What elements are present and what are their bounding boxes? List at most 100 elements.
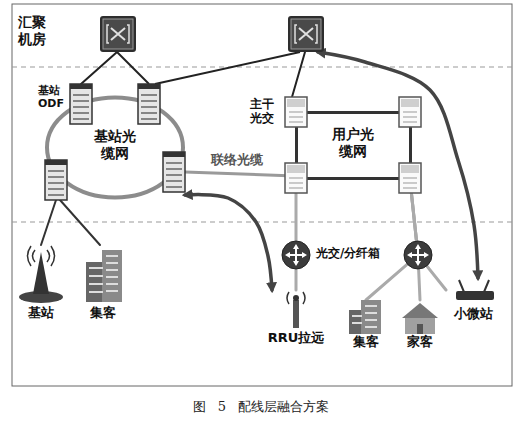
small-cell-icon bbox=[456, 280, 494, 300]
trunk-cabinet: 主干光交 bbox=[250, 97, 296, 127]
node-label: RRU拉远 bbox=[262, 330, 330, 346]
node-label: 基站光缆网 bbox=[92, 128, 138, 162]
ring-outline bbox=[47, 98, 183, 198]
antenna-icon bbox=[293, 295, 299, 301]
odf-rack-icon bbox=[163, 152, 185, 192]
router-icon bbox=[285, 244, 307, 266]
cabinet-icon bbox=[399, 163, 421, 193]
building-icon bbox=[352, 306, 377, 327]
figure-frame bbox=[12, 4, 512, 386]
fiber-link bbox=[60, 200, 100, 245]
cabinet-icon bbox=[403, 112, 417, 122]
router-icon bbox=[288, 247, 304, 263]
base-station-icon bbox=[19, 291, 63, 303]
fiber-link bbox=[81, 52, 117, 84]
fiber-link bbox=[295, 270, 298, 290]
switch-icon bbox=[291, 19, 321, 49]
odf-rack-icon bbox=[138, 84, 160, 89]
cabinet-icon bbox=[289, 178, 303, 188]
building-icon bbox=[86, 262, 106, 302]
switch-icon bbox=[111, 28, 125, 40]
odf-rack-icon bbox=[45, 160, 67, 165]
building-icon bbox=[361, 300, 381, 334]
node-label: 家客 bbox=[398, 334, 442, 350]
cabinet-icon bbox=[285, 163, 307, 193]
antenna-icon bbox=[287, 292, 305, 328]
cabinet-icon bbox=[401, 165, 419, 173]
switch-icon bbox=[288, 16, 324, 52]
router-icon bbox=[410, 247, 426, 263]
ring-network: 基站光缆网 bbox=[45, 95, 185, 200]
fiber-link bbox=[185, 172, 295, 176]
house-icon bbox=[402, 303, 438, 334]
switch-icon bbox=[288, 16, 324, 52]
cabinet-icon bbox=[289, 112, 303, 122]
cabinet-icon bbox=[401, 99, 419, 107]
odf-rack-icon bbox=[138, 84, 160, 124]
building-icon bbox=[349, 310, 365, 334]
home-user: 家客 bbox=[398, 300, 442, 352]
cabinet-icon bbox=[399, 97, 421, 127]
odf-rack-icon bbox=[45, 160, 67, 200]
switch-icon bbox=[100, 16, 136, 52]
building-icon bbox=[102, 250, 122, 302]
house-icon bbox=[405, 318, 435, 334]
building-icon bbox=[89, 256, 118, 292]
odf-rack-icon bbox=[48, 171, 64, 195]
odf-rack-icon bbox=[141, 95, 157, 119]
node-label: 用户光缆网 bbox=[330, 126, 376, 160]
cabinet-icon bbox=[399, 97, 421, 127]
router-icon bbox=[407, 244, 429, 266]
odf-rack-icon bbox=[163, 152, 185, 192]
odf-rack-icon bbox=[166, 163, 182, 187]
fiber-wire bbox=[117, 52, 149, 84]
flow-arrow bbox=[185, 195, 272, 290]
cabinet-icon bbox=[285, 97, 307, 127]
small-cell-icon bbox=[459, 280, 489, 292]
user-network-box: 用户光缆网 bbox=[295, 111, 412, 180]
cabinet-icon bbox=[285, 163, 307, 193]
fiber-link bbox=[366, 180, 418, 300]
building-icon bbox=[86, 250, 122, 302]
house-icon bbox=[417, 324, 423, 334]
layer-divider bbox=[12, 222, 512, 223]
switch-icon bbox=[107, 25, 129, 43]
node-label: 集客 bbox=[346, 334, 386, 350]
switch-icon bbox=[299, 28, 313, 40]
odf-rack-icon bbox=[70, 84, 92, 124]
antenna-icon bbox=[287, 292, 305, 304]
router-icon bbox=[282, 241, 310, 269]
layer-divider bbox=[12, 67, 512, 68]
flow-arrow bbox=[318, 52, 478, 278]
odf-rack-icon bbox=[70, 84, 92, 89]
node-label: 集客 bbox=[80, 305, 126, 321]
base-station-icon bbox=[28, 246, 55, 266]
node-label: 光交/分纤箱 bbox=[316, 246, 398, 260]
house-icon bbox=[402, 303, 438, 318]
rru-site: RRU拉远 bbox=[262, 290, 330, 348]
odf-rack: 基站 ODF bbox=[38, 84, 92, 124]
router-icon bbox=[404, 241, 432, 269]
small-cell-icon bbox=[456, 291, 494, 300]
odf-rack-icon bbox=[138, 84, 160, 124]
splitter-box: 光交/分纤箱 bbox=[282, 240, 398, 270]
router-icon bbox=[404, 241, 432, 269]
odf-rack-icon bbox=[45, 160, 67, 200]
cabinet-icon bbox=[287, 99, 305, 107]
cabinet-icon bbox=[287, 165, 305, 173]
fiber-link bbox=[410, 180, 446, 290]
node-label: 小微站 bbox=[446, 306, 500, 322]
edge-label: 联络光缆 bbox=[205, 151, 269, 169]
machine-room-band: 汇聚机房 bbox=[14, 10, 334, 52]
node-label: 基站 bbox=[16, 305, 66, 321]
router-icon bbox=[282, 241, 310, 269]
cabinet-icon bbox=[403, 178, 417, 188]
figure-caption: 图 5 配线层融合方案 bbox=[0, 398, 522, 416]
cabinet-icon bbox=[285, 97, 307, 127]
odf-rack-icon bbox=[73, 95, 89, 119]
cabinet-icon bbox=[399, 163, 421, 193]
